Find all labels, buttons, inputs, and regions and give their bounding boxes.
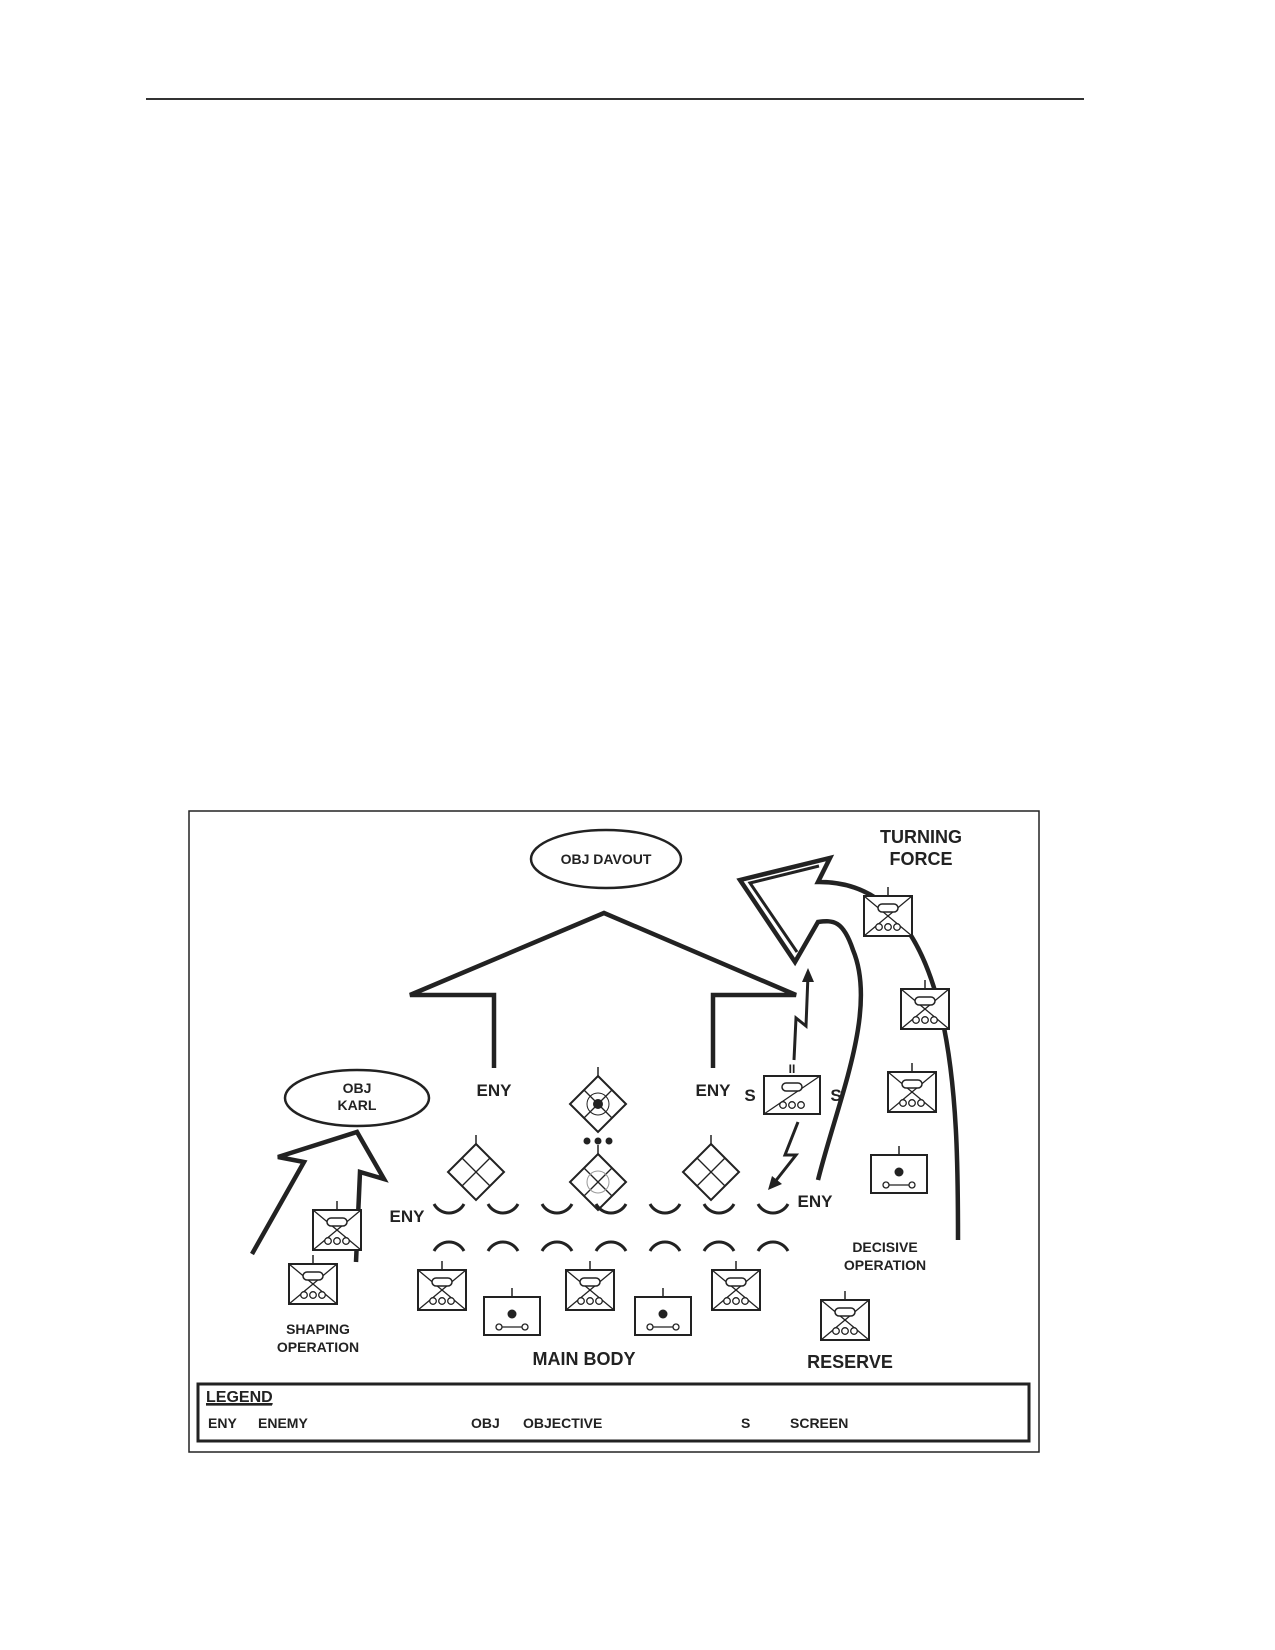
decisive-operation-label-line2: OPERATION [844,1257,926,1273]
screen-label-right: S [830,1086,841,1105]
turning-force-arrow [736,854,961,1241]
objective-karl-label-line1: OBJ [343,1080,372,1096]
shaping-operation-label-line1: SHAPING [286,1321,350,1337]
reserve-label: RESERVE [807,1352,893,1372]
eny-label-right-arrow: ENY [696,1081,732,1100]
legend-abbr-enemy: ENY [208,1415,237,1431]
objective-davout: OBJ DAVOUT [529,828,683,890]
turning-force-arrow-inner [747,864,820,953]
legend-box: LEGEND ENY ENEMY OBJ OBJECTIVE S SCREEN [196,1382,1031,1443]
eny-label-left-arrow: ENY [477,1081,513,1100]
legend-meaning-objective: OBJECTIVE [523,1415,602,1431]
main-body-label: MAIN BODY [533,1349,636,1369]
legend-meaning-screen: SCREEN [790,1415,848,1431]
legend-meaning-enemy: ENEMY [258,1415,308,1431]
eny-label-left-flank: ENY [390,1207,426,1226]
objective-davout-label: OBJ DAVOUT [561,851,652,867]
page-header-rule [146,98,1084,100]
turning-force-label-line2: FORCE [890,849,953,869]
shaping-operation-arrow [250,1129,389,1263]
enemy-diamond-center [569,1144,627,1211]
legend-abbr-screen: S [741,1415,750,1431]
decisive-operation-label-line1: DECISIVE [852,1239,917,1255]
screen-label-left: S [744,1086,755,1105]
main-attack-arrow [409,910,797,1068]
objective-karl: OBJ KARL [283,1068,431,1128]
lightning-arrow-down [768,1121,800,1190]
objective-karl-label-line2: KARL [338,1097,377,1113]
turning-force-label-line1: TURNING [880,827,962,847]
legend-abbr-objective: OBJ [471,1415,500,1431]
legend-title: LEGEND [206,1389,273,1406]
screen-unit [763,1075,821,1115]
screen-echelon-label: II [789,1062,796,1076]
eny-label-right-flank: ENY [798,1192,834,1211]
operations-diagram-figure: OBJ DAVOUT OBJ KARL TURNING FORCE ENY EN… [188,810,1040,1453]
shaping-operation-label-line2: OPERATION [277,1339,359,1355]
lightning-arrow-up [792,968,814,1061]
enemy-hq-diamond [569,1066,627,1145]
